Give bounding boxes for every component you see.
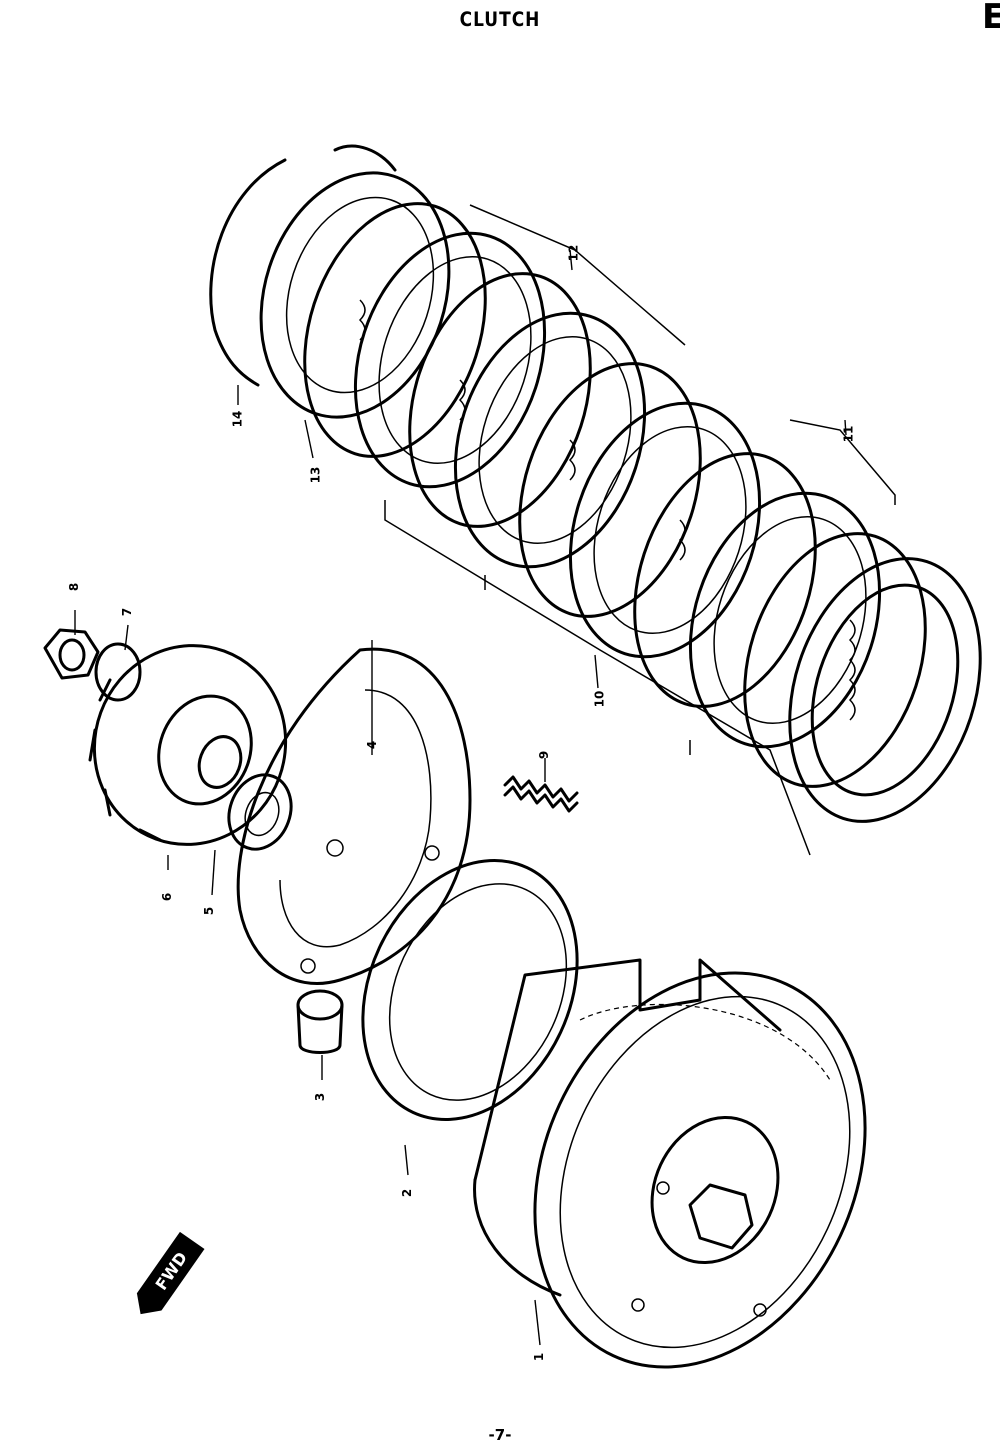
callout-7: 7	[120, 607, 135, 617]
callout-3: 3	[313, 1092, 328, 1102]
primary-plate	[236, 647, 472, 985]
group-brackets	[384, 204, 896, 856]
callout-10: 10	[592, 690, 607, 708]
callout-11: 11	[841, 425, 856, 443]
callout-8: 8	[67, 582, 82, 592]
callout-1: 1	[532, 1352, 547, 1362]
housing-plate	[361, 859, 579, 1121]
callout-12: 12	[566, 244, 581, 262]
clutch-housing	[473, 958, 867, 1369]
leader-lines	[74, 249, 847, 1346]
callout-13: 13	[308, 466, 323, 484]
page-title: CLUTCH	[459, 8, 541, 32]
corner-mark: E	[982, 0, 1000, 37]
clutch-spring	[503, 775, 579, 813]
washer	[94, 642, 142, 702]
callout-6: 6	[160, 892, 175, 902]
nut	[43, 628, 100, 680]
thrust-washer	[227, 773, 293, 851]
callout-2: 2	[400, 1188, 415, 1198]
clutch-hub	[88, 644, 288, 846]
bush	[296, 989, 344, 1054]
clutch-plate-stack	[259, 171, 982, 823]
fwd-arrow-icon: FWD	[136, 1231, 205, 1315]
callout-4: 4	[365, 740, 380, 750]
callout-9: 9	[537, 750, 552, 760]
page-number: -7-	[488, 1426, 512, 1444]
callout-14: 14	[230, 410, 245, 428]
callout-5: 5	[202, 906, 217, 916]
retaining-ring	[209, 144, 397, 387]
